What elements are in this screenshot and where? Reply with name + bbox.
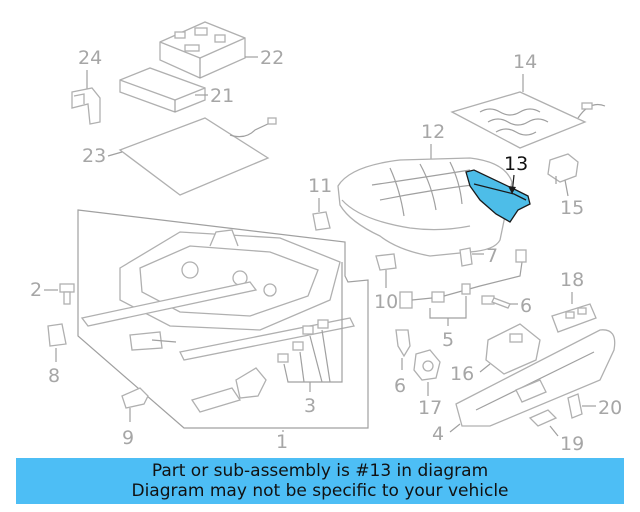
parts-diagram: 22 21 24 23 14 12 (30, 21, 622, 455)
callout-4: 4 (432, 423, 444, 445)
callout-16: 16 (450, 363, 474, 385)
part-1-seat-frame (80, 229, 355, 413)
part-4-side-shield (455, 329, 616, 427)
callout-3: 3 (304, 395, 316, 417)
callout-9: 9 (122, 427, 134, 449)
part-2-bolt (59, 283, 75, 305)
callout-5: 5 (442, 329, 454, 351)
callout-21: 21 (210, 85, 234, 107)
part-8-clip (47, 323, 67, 347)
callout-13: 13 (504, 153, 528, 175)
info-banner: Part or sub-assembly is #13 in diagram D… (16, 458, 624, 504)
callout-23: 23 (82, 145, 106, 167)
callout-18: 18 (560, 269, 584, 291)
part-6a-screw (481, 295, 511, 309)
banner-line-1: Part or sub-assembly is #13 in diagram (151, 461, 489, 481)
part-22-module (159, 21, 246, 79)
callout-22: 22 (260, 47, 284, 69)
part-23-mat (118, 117, 277, 196)
part-5-harness (399, 249, 527, 309)
callout-24: 24 (78, 47, 102, 69)
callout-17: 17 (418, 397, 442, 419)
callout-1: 1 (276, 431, 288, 453)
callout-2: 2 (30, 279, 42, 301)
part-14-heater-pad (450, 91, 606, 149)
part-11-clip (312, 211, 331, 231)
part-9-cover (121, 387, 149, 409)
part-19-button (528, 409, 558, 427)
part-6b-bolt (395, 329, 411, 358)
callout-15: 15 (560, 197, 584, 219)
part-18-switch (551, 303, 597, 333)
callout-6b: 6 (394, 375, 406, 397)
part-21-box (119, 67, 206, 113)
part-12-seat-cushion (337, 157, 513, 257)
callout-19: 19 (560, 433, 584, 455)
callout-7: 7 (486, 245, 498, 267)
part-20-knob (567, 393, 583, 419)
part-15-clip (547, 153, 579, 184)
part-24-bracket (71, 87, 101, 125)
part-13-side-trim (465, 169, 531, 223)
part-10-bracket (375, 253, 397, 271)
callout-14: 14 (513, 51, 537, 73)
callout-10: 10 (374, 291, 398, 313)
frame-outline (77, 209, 369, 429)
banner-line-2: Diagram may not be specific to your vehi… (131, 481, 509, 501)
callout-20: 20 (598, 397, 622, 419)
part-3-fasteners (277, 319, 329, 363)
callout-12: 12 (421, 121, 445, 143)
callout-8: 8 (48, 365, 60, 387)
callout-6a: 6 (520, 295, 532, 317)
part-7-clip (459, 247, 473, 267)
part-16-motor (485, 323, 541, 375)
part-17-actuator (413, 349, 441, 381)
callout-11: 11 (308, 175, 332, 197)
